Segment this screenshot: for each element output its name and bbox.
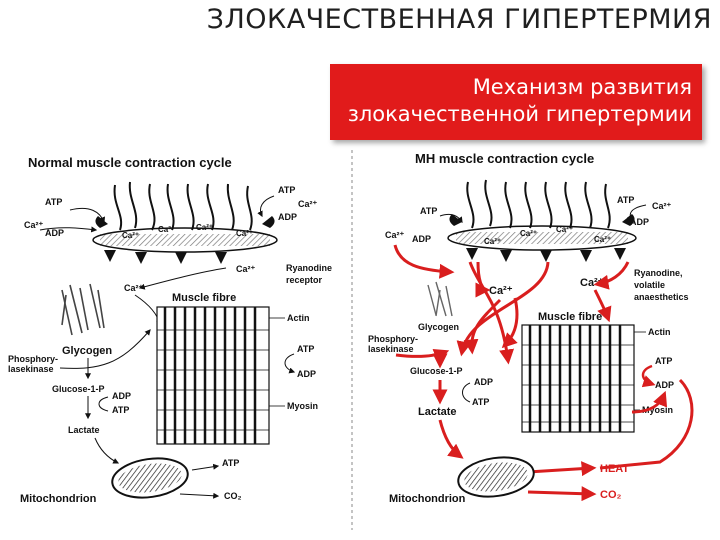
right-t-tubules bbox=[466, 179, 611, 229]
left-sr-band bbox=[100, 234, 270, 246]
left-ca-inner-3: Ca²⁺ bbox=[196, 223, 213, 232]
left-heading: Normal muscle contraction cycle bbox=[28, 155, 232, 170]
right-atp-top-right: ATP bbox=[617, 195, 634, 205]
left-arrow-atp bbox=[69, 207, 105, 224]
right-adp-low: ADP bbox=[474, 377, 493, 387]
right-ryanodine-feet bbox=[466, 248, 626, 262]
box-line-2: злокачественной гипертермии bbox=[347, 102, 692, 126]
left-co2: CO₂ bbox=[224, 491, 242, 501]
left-lasekinase: lasekinase bbox=[8, 364, 54, 374]
right-red-pathway bbox=[395, 348, 694, 502]
left-ca-inner-4: Ca²⁺ bbox=[236, 229, 253, 238]
left-atp-mid: ATP bbox=[297, 344, 314, 354]
left-t-tubules bbox=[113, 181, 253, 231]
left-ryanodine: Ryanodine bbox=[286, 263, 332, 273]
left-pump-right bbox=[262, 216, 275, 228]
right-myosin: Myosin bbox=[642, 405, 673, 415]
left-glycogen: Glycogen bbox=[62, 345, 112, 357]
left-glycogen-strands bbox=[61, 283, 105, 336]
right-ca-inner-1: Ca²⁺ bbox=[484, 237, 501, 246]
right-ca-inner-4: Ca²⁺ bbox=[594, 235, 611, 244]
right-arrow-atp-adp bbox=[641, 364, 656, 388]
right-glycogen-strands bbox=[427, 281, 453, 317]
right-muscle-fibre-block bbox=[521, 324, 635, 433]
left-arrow-ca-in bbox=[39, 226, 98, 233]
left-arrow-mito-atp bbox=[191, 463, 220, 471]
left-ca-left: Ca²⁺ bbox=[24, 220, 44, 230]
right-lactate: Lactate bbox=[418, 406, 457, 418]
left-arrow-mito-co2 bbox=[179, 492, 220, 499]
right-lasekinase: lasekinase bbox=[368, 344, 414, 354]
left-arrow-ca-release bbox=[138, 267, 227, 290]
left-myosin: Myosin bbox=[287, 401, 318, 411]
right-glycogen: Glycogen bbox=[418, 322, 459, 332]
left-arrow-atp-adp bbox=[284, 353, 296, 374]
left-adp-left: ADP bbox=[45, 228, 64, 238]
left-mitochondrion-shape bbox=[111, 457, 189, 499]
right-ca-mid: Ca²⁺ bbox=[489, 285, 513, 297]
right-atp-top-left: ATP bbox=[420, 206, 437, 216]
left-ca-bottom: Ca²⁺ bbox=[124, 283, 144, 293]
right-ca-inner-3: Ca²⁺ bbox=[556, 225, 573, 234]
left-arrow-lactate bbox=[94, 437, 120, 464]
right-arrow-atp bbox=[439, 213, 463, 223]
left-glucose: Glucose-1-P bbox=[52, 384, 105, 394]
right-heat: HEAT bbox=[600, 463, 629, 475]
left-adp-top-right: ADP bbox=[278, 212, 297, 222]
box-line-1: Механизм развития bbox=[472, 75, 692, 99]
right-volatile: volatile bbox=[634, 280, 665, 290]
right-ca-inner-2: Ca²⁺ bbox=[520, 229, 537, 238]
right-adp-side: ADP bbox=[655, 380, 674, 390]
left-ca-inner-2: Ca²⁺ bbox=[158, 225, 175, 234]
left-adp-mid: ADP bbox=[297, 369, 316, 379]
right-heading: MH muscle contraction cycle bbox=[415, 151, 594, 166]
right-atp-low: ATP bbox=[472, 397, 489, 407]
right-adp-top-right: ADP bbox=[630, 217, 649, 227]
slide-title: ЗЛОКАЧЕСТВЕННАЯ ГИПЕРТЕРМИЯ bbox=[206, 4, 712, 35]
right-co2: CO₂ bbox=[600, 489, 622, 501]
left-arrow-atp-right bbox=[257, 195, 275, 218]
left-arrow-adp-atp bbox=[98, 396, 109, 412]
left-receptor: receptor bbox=[286, 275, 323, 285]
right-sr-band bbox=[456, 232, 628, 244]
left-panel: Normal muscle contraction cycle ATP Ca²⁺… bbox=[8, 155, 332, 505]
left-mitochondrion: Mitochondrion bbox=[20, 493, 97, 505]
right-arrow-adp-atp bbox=[462, 382, 471, 403]
left-ca-below: Ca²⁺ bbox=[236, 264, 256, 274]
left-atp-top-right: ATP bbox=[278, 185, 295, 195]
right-adp-left: ADP bbox=[412, 234, 431, 244]
left-atp-top-left: ATP bbox=[45, 197, 62, 207]
left-actin: Actin bbox=[287, 313, 310, 323]
right-pump-left bbox=[449, 214, 462, 226]
right-mitochondrion: Mitochondrion bbox=[389, 493, 466, 505]
left-lactate: Lactate bbox=[68, 425, 100, 435]
left-adp-low: ADP bbox=[112, 391, 131, 401]
left-atp-mito: ATP bbox=[222, 458, 239, 468]
right-glucose: Glucose-1-P bbox=[410, 366, 463, 376]
left-phosphory: Phosphory- bbox=[8, 354, 58, 364]
right-mitochondrion-shape bbox=[457, 456, 535, 498]
left-muscle-fibre-block bbox=[156, 306, 270, 445]
left-ryanodine-feet bbox=[104, 250, 227, 264]
right-red-ca-arrows bbox=[393, 244, 630, 365]
left-arrow-ca-fibre bbox=[134, 294, 162, 327]
right-atp-side: ATP bbox=[655, 356, 672, 366]
right-arrow-atp-right bbox=[626, 204, 647, 221]
left-muscle-fibre: Muscle fibre bbox=[172, 292, 236, 304]
right-ryanodine: Ryanodine, bbox=[634, 268, 683, 278]
right-ca-top-right: Ca²⁺ bbox=[652, 201, 672, 211]
mechanism-title-box: Механизм развития злокачественной гиперт… bbox=[330, 64, 702, 140]
right-anaesthetics: anaesthetics bbox=[634, 292, 689, 302]
right-phosphory: Phosphory- bbox=[368, 334, 418, 344]
left-atp-low: ATP bbox=[112, 405, 129, 415]
left-arrow-to-fibre bbox=[59, 329, 151, 369]
right-actin: Actin bbox=[648, 327, 671, 337]
left-ca-inner-1: Ca²⁺ bbox=[122, 231, 139, 240]
right-muscle-fibre: Muscle fibre bbox=[538, 311, 602, 323]
left-ca-top-right: Ca²⁺ bbox=[298, 199, 318, 209]
right-ca-left: Ca²⁺ bbox=[385, 230, 405, 240]
right-panel: MH muscle contraction cycle ATP Ca²⁺ ADP… bbox=[368, 151, 694, 505]
